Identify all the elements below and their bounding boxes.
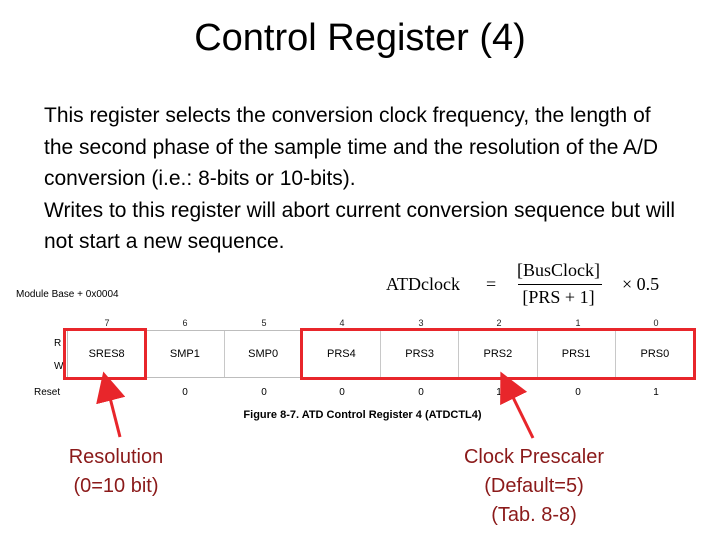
formula-numerator: [BusClock] <box>517 260 600 280</box>
field-prs2: PRS2 <box>459 331 538 377</box>
prs-highlight-box <box>300 328 696 380</box>
bit-number: 5 <box>261 318 267 328</box>
field-prs0: PRS0 <box>640 348 670 360</box>
read-label: R <box>54 338 62 349</box>
bit-number: 3 <box>418 318 424 328</box>
description-paragraph-1: This register selects the conversion clo… <box>44 104 659 190</box>
reset-value: 0 <box>339 387 345 398</box>
prescaler-callout-line-2: (Default=5) <box>484 475 584 497</box>
fraction-bar <box>518 284 602 285</box>
reset-value: 0 <box>575 387 581 398</box>
bit-number: 4 <box>339 318 345 328</box>
field-prs1: PRS1 <box>538 331 616 377</box>
formula-equals: = <box>486 274 497 294</box>
figure-caption: Figure 8-7. ATD Control Register 4 (ATDC… <box>243 409 482 421</box>
resolution-arrow <box>96 371 126 438</box>
resolution-callout-line-1: Resolution <box>68 446 164 468</box>
write-label: W <box>54 361 64 372</box>
formula-denominator: [PRS + 1] <box>522 287 595 307</box>
atd-clock-formula: ATDclock = [BusClock] [PRS + 1] × 0.5 <box>386 260 676 310</box>
prescaler-callout-line-3: (Tab. 8-8) <box>491 504 577 526</box>
reset-value: 0 <box>182 387 188 398</box>
reset-label: Reset <box>34 387 61 398</box>
slide-title: Control Register (4) <box>194 17 526 59</box>
field-prs3: PRS3 <box>381 331 460 377</box>
resolution-callout-line-2: (0=10 bit) <box>73 475 159 497</box>
field-smp1: SMP1 <box>146 331 225 377</box>
formula-lhs: ATDclock <box>386 274 460 294</box>
resolution-callout: Resolution (0=10 bit) <box>40 443 192 501</box>
description-text: This register selects the conversion clo… <box>44 100 684 258</box>
bit-number: 0 <box>653 318 659 328</box>
prescaler-callout: Clock Prescaler (Default=5) (Tab. 8-8) <box>444 443 624 530</box>
bit-number: 6 <box>182 318 188 328</box>
bit-number: 2 <box>496 318 502 328</box>
reset-value: 0 <box>261 387 267 398</box>
formula-multiplier: × 0.5 <box>622 274 660 294</box>
prescaler-callout-line-1: Clock Prescaler <box>463 446 605 468</box>
field-prs4: PRS4 <box>303 331 381 377</box>
reset-value: 1 <box>496 387 502 398</box>
reset-value: 1 <box>653 387 659 398</box>
reset-value: 0 <box>418 387 424 398</box>
module-base-label: Module Base + 0x0004 <box>16 289 119 300</box>
bit-number: 1 <box>575 318 581 328</box>
bit-number: 7 <box>104 318 110 328</box>
prescaler-arrow <box>500 371 535 439</box>
description-paragraph-2: Writes to this register will abort curre… <box>44 198 676 254</box>
